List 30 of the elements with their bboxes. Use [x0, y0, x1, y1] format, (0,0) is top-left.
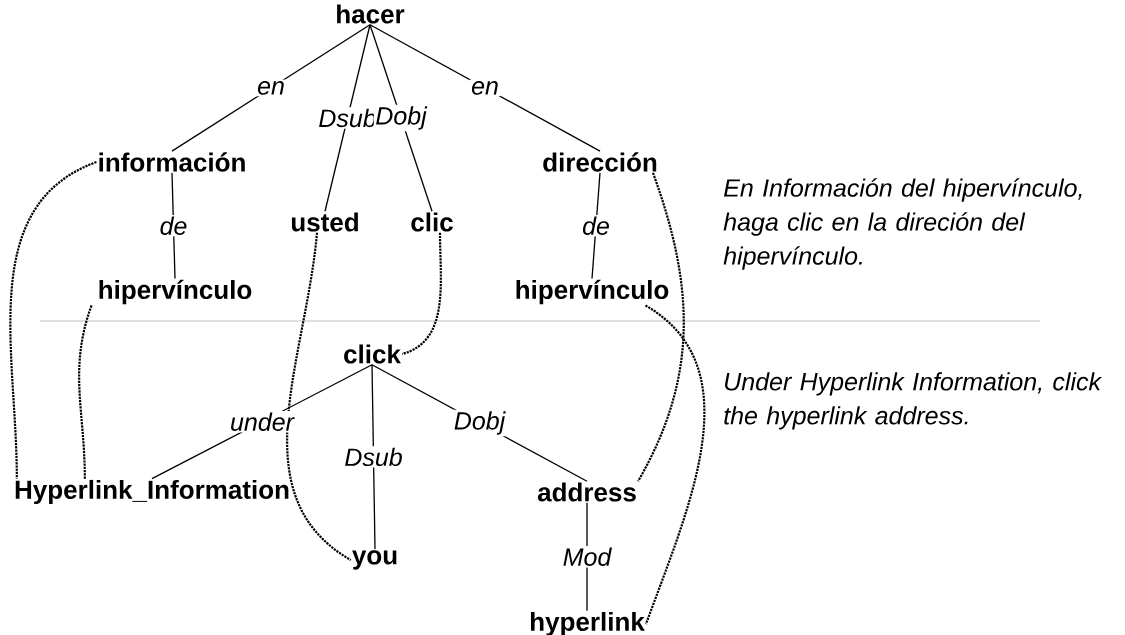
alignment-line	[644, 304, 706, 625]
tree-word: hacer	[337, 4, 405, 24]
edge-label: de	[580, 215, 612, 237]
alignment-line	[9, 161, 97, 479]
tree-word: dirección	[543, 152, 657, 172]
edge-label: under	[228, 411, 296, 433]
tree-word: click	[344, 344, 401, 364]
edge-label: Mod	[561, 546, 613, 568]
sentence-text: Under Hyperlink Information, click the hyperlink address.	[724, 372, 1103, 430]
tree-word: you	[352, 550, 397, 570]
edge-label: de	[158, 215, 189, 237]
sentence-text: En Información del hipervínculo, haga clic en la direción del hipervínculo.	[723, 178, 1082, 270]
tree-word: hipervínculo	[516, 279, 669, 305]
alignment-line	[78, 305, 93, 479]
edge-label: en	[469, 79, 501, 97]
tree-word: información	[99, 152, 245, 172]
tree-word: clic	[411, 212, 453, 232]
edge-label: Dsub	[342, 446, 405, 468]
edge-label: Dobj	[452, 409, 507, 437]
alignment-line	[637, 172, 685, 482]
alignment-line	[401, 232, 442, 356]
tree-word: usted	[291, 212, 358, 232]
tree-word: hipervínculo	[99, 279, 252, 305]
tree-word: address	[537, 482, 636, 502]
alignment-line	[286, 232, 352, 561]
edge-label: en	[255, 79, 287, 97]
dependency-line	[369, 24, 433, 212]
dependency-line	[369, 24, 601, 152]
tree-word: Hyperlink_Information	[15, 479, 289, 505]
dependency-line	[171, 24, 371, 152]
